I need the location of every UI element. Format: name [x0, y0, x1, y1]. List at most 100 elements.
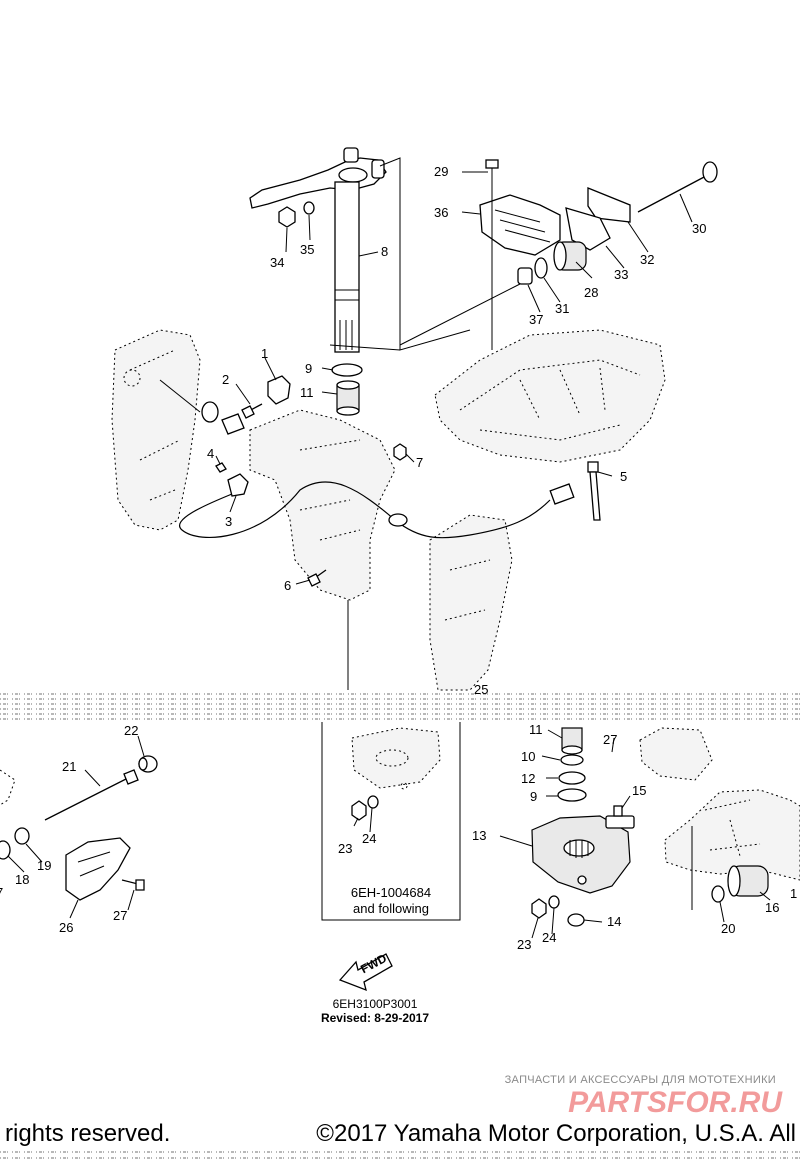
upper-casing-ghost — [434, 329, 666, 463]
inset-note-following: and following — [353, 901, 429, 916]
footer-copyright: ©2017 Yamaha Motor Corporation, U.S.A. A… — [316, 1120, 796, 1147]
mount-bracket-right-ghost — [429, 514, 513, 691]
sensor-3 — [227, 473, 249, 497]
grommet — [388, 513, 408, 527]
callout-25: 25 — [474, 682, 488, 697]
callout-17: 7 — [0, 885, 3, 900]
bolt-21 — [44, 769, 139, 821]
wire-harness — [179, 481, 551, 539]
steering-shaft — [334, 181, 360, 353]
rubber-mount-28 — [553, 241, 587, 271]
callout-12: 12 — [521, 771, 535, 786]
bolt-29 — [485, 159, 499, 190]
callout-24-lower: 24 — [542, 930, 556, 945]
callout-16: 16 — [765, 900, 779, 915]
callout-18: 18 — [15, 872, 29, 887]
lower-right-assembly: 11 10 12 9 13 14 15 16 20 23 24 27 1 — [472, 722, 800, 952]
bushing-11-upper — [336, 380, 360, 416]
callout-30: 30 — [692, 221, 706, 236]
clip-14 — [567, 913, 585, 927]
footer-rights: rights reserved. — [5, 1120, 170, 1147]
washer-12 — [558, 771, 586, 785]
clamp-bracket-left-ghost — [111, 329, 201, 531]
inset-washer-24 — [367, 795, 379, 809]
collar-22 — [138, 755, 158, 773]
steering-arm — [249, 147, 387, 209]
washer-20 — [711, 885, 725, 903]
callout-6: 6 — [284, 578, 291, 593]
lower-left-assembly: 22 21 19 18 7 27 26 — [0, 723, 158, 935]
callout-11: 11 — [300, 385, 314, 400]
callout-5: 5 — [620, 469, 627, 484]
bolt-27 — [121, 879, 145, 891]
watermark-subtitle: ЗАПЧАСТИ И АКСЕССУАРЫ ДЛЯ МОТОТЕХНИКИ — [505, 1074, 776, 1086]
collar-37 — [517, 267, 533, 285]
swivel-bracket-ghost — [249, 409, 396, 601]
callout-22: 22 — [124, 723, 138, 738]
callout-3: 3 — [225, 514, 232, 529]
callout-27-left: 27 — [113, 908, 127, 923]
steering-yoke-13 — [531, 815, 631, 894]
watermark-logo: PARTSFOR.RU — [568, 1086, 783, 1119]
bolt-2 — [241, 403, 263, 419]
nut-23 — [531, 898, 547, 919]
rubber-mount-16 — [727, 865, 769, 897]
inset-note-serial: 6EH-1004684 — [351, 885, 431, 900]
nut-7 — [393, 443, 407, 461]
washer-31 — [534, 257, 548, 279]
sensor-15 — [605, 805, 635, 829]
inset-callout-24: 24 — [362, 831, 376, 846]
callout-34: 34 — [270, 255, 284, 270]
washer-10 — [560, 754, 584, 766]
callout-26: 26 — [59, 920, 73, 935]
inset-callout-23: 23 — [338, 841, 352, 856]
callout-28: 28 — [584, 285, 598, 300]
cable-tie-5 — [587, 461, 601, 521]
bracket-1 — [267, 375, 291, 405]
callout-15: 15 — [632, 783, 646, 798]
bushing-11-lower — [561, 727, 583, 755]
callout-29: 29 — [434, 164, 448, 179]
watermark: ЗАПЧАСТИ И АКСЕССУАРЫ ДЛЯ МОТОТЕХНИКИ PA… — [505, 1074, 784, 1119]
long-bolt-30 — [637, 161, 718, 213]
callout-33: 33 — [614, 267, 628, 282]
callout-37: 37 — [529, 312, 543, 327]
washer-24 — [548, 895, 560, 909]
scan-noise-band — [0, 693, 800, 720]
washer-35 — [303, 201, 315, 215]
inset-nut-23 — [351, 800, 367, 821]
pin — [221, 413, 245, 435]
inset-box: 23 24 6EH-1004684 and following — [321, 722, 461, 921]
nut-34 — [278, 206, 296, 228]
callout-8: 8 — [381, 244, 388, 259]
washer-19 — [14, 827, 30, 845]
drawing-code: 6EH3100P3001 — [333, 997, 418, 1011]
callout-13: 13 — [472, 828, 486, 843]
callout-14: 14 — [607, 914, 621, 929]
callout-21: 21 — [62, 759, 76, 774]
washer-bracket — [201, 401, 219, 423]
screw-6 — [307, 569, 327, 587]
connector — [549, 483, 575, 505]
mount-33 — [565, 207, 611, 251]
callout-1: 1 — [261, 346, 268, 361]
plate-32 — [587, 187, 631, 223]
callout-32: 32 — [640, 252, 654, 267]
revised-date: Revised: 8-29-2017 — [321, 1011, 429, 1025]
callout-7: 7 — [416, 455, 423, 470]
callout-19: 19 — [37, 858, 51, 873]
washer-9-lower — [557, 788, 587, 802]
callout-2: 2 — [222, 372, 229, 387]
callout-36: 36 — [434, 205, 448, 220]
callout-9: 9 — [305, 361, 312, 376]
callout-10: 10 — [521, 749, 535, 764]
callout-9-lower: 9 — [530, 789, 537, 804]
callout-1-lower: 1 — [790, 886, 797, 901]
washer-9-upper — [331, 363, 363, 377]
fwd-arrow: FWD — [338, 951, 393, 992]
callout-23-lower: 23 — [517, 937, 531, 952]
callout-27-right: 27 — [603, 732, 617, 747]
callout-4: 4 — [207, 446, 214, 461]
bolt-4 — [215, 462, 227, 473]
